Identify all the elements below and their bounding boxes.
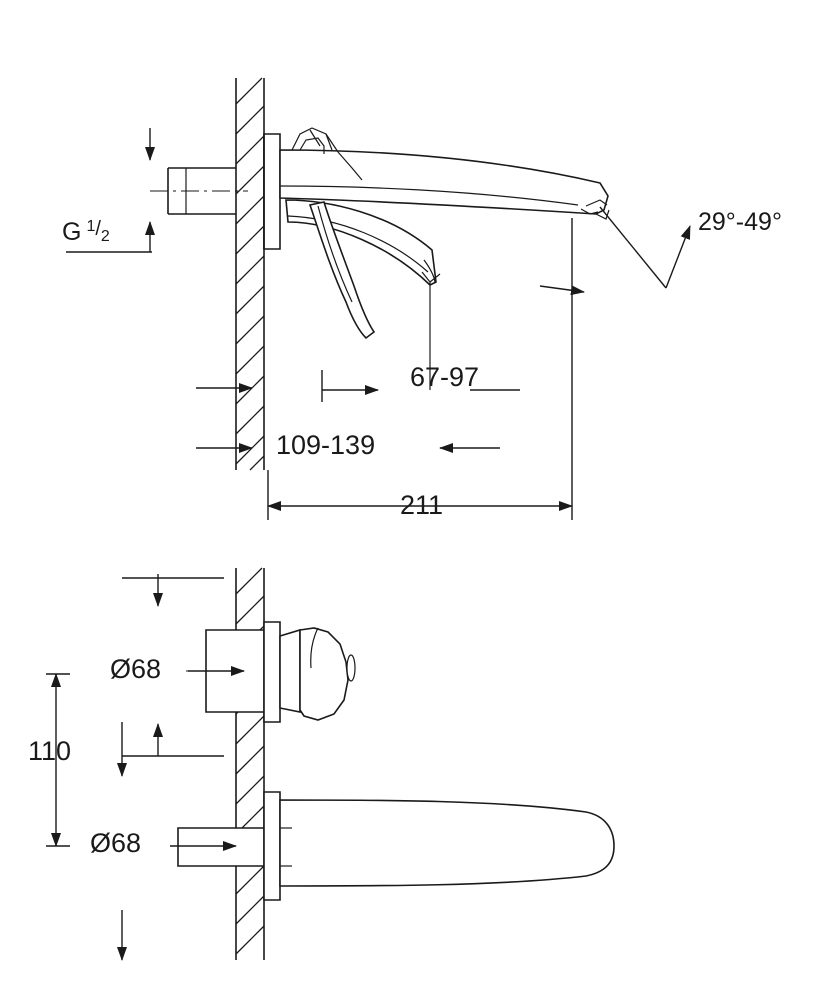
angle-callout: 29°-49° <box>698 208 782 236</box>
leader-spout-height <box>421 271 441 390</box>
spout-height-callout: 67-97 <box>410 362 480 392</box>
handle-assembly-front <box>186 621 356 723</box>
wall-hatching-bottom <box>235 567 265 955</box>
wall-section-bottom <box>235 567 265 960</box>
diameter-callout-bottom: Ø68 <box>90 828 142 858</box>
dimension-projection <box>196 383 500 453</box>
dimension-center-distance <box>46 673 70 847</box>
inlet-connection-top <box>150 167 248 215</box>
total-projection-callout: 211 <box>400 490 444 520</box>
front-elevation-view <box>46 567 615 961</box>
dimension-total-projection <box>267 218 573 520</box>
lever-handle-top <box>308 201 376 340</box>
diameter-callout-top: Ø68 <box>110 654 162 684</box>
mixer-body-top <box>285 199 437 286</box>
thread-callout-prefix: G <box>62 218 82 246</box>
wall-section-top <box>235 77 265 471</box>
side-elevation-view <box>66 77 691 520</box>
dimension-spout-height <box>321 370 520 402</box>
cartridge-detail-top <box>291 127 363 181</box>
leader-angle <box>539 206 691 296</box>
center-distance-callout: 110 <box>28 736 72 766</box>
spout-body-top <box>279 149 610 220</box>
wall-reference-arrows <box>117 574 224 961</box>
wall-hatching-top <box>235 77 265 471</box>
spout-assembly-front <box>177 791 615 901</box>
thread-callout-numerator: 1 <box>86 218 96 235</box>
escutcheon-plate-top <box>263 133 281 250</box>
projection-callout: 109-139 <box>276 430 376 460</box>
thread-callout: G 1/2 <box>62 218 110 246</box>
thread-callout-denominator: 2 <box>100 228 110 245</box>
leader-thread <box>66 128 155 253</box>
